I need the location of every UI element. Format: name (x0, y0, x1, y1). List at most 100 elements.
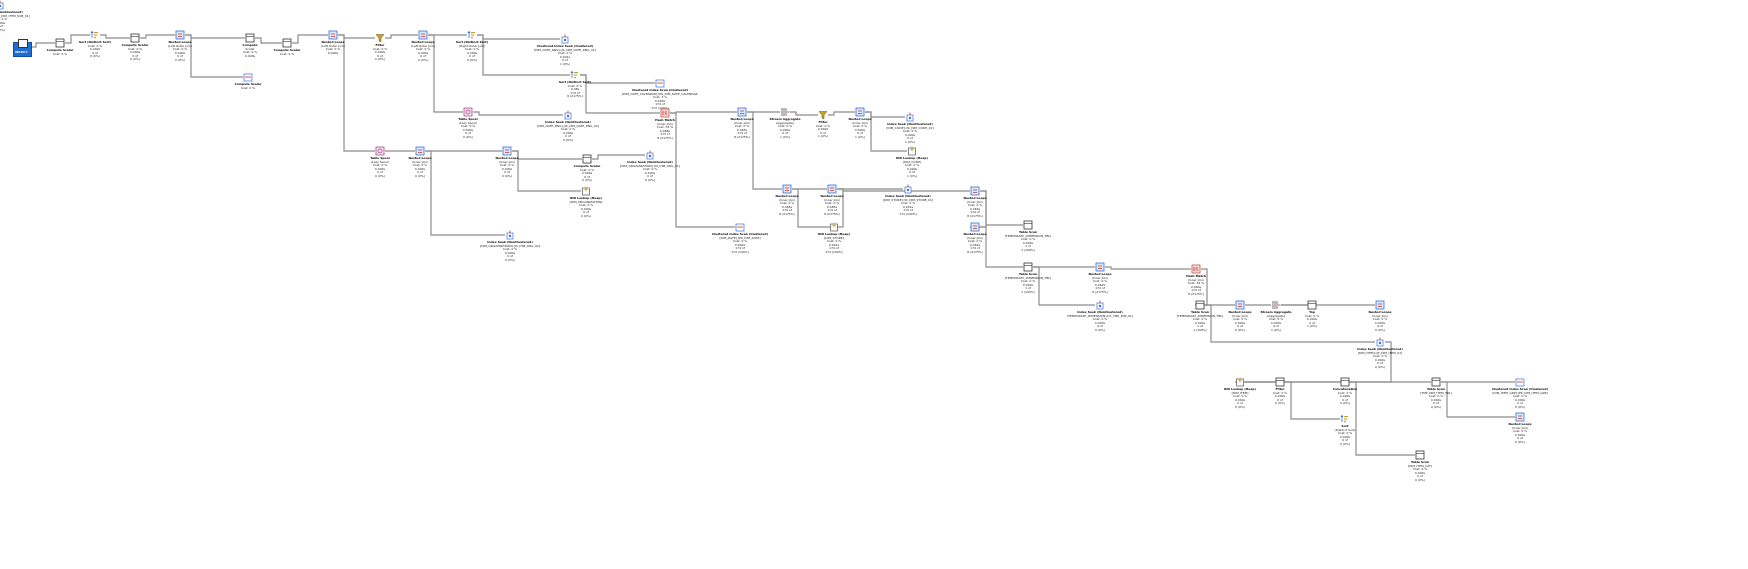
plan-node[interactable]: Stream Aggregate(Aggregate)Cost: 0 %0.00… (1238, 300, 1314, 333)
plan-node[interactable]: Nested Loops(Left Outer Join)Cost: 0 %0.… (295, 30, 371, 55)
plan-edge (100, 34, 130, 39)
plan-edge (792, 188, 829, 228)
node-detail-label: 0 (0%) (130, 58, 140, 62)
table-icon (245, 33, 255, 43)
node-detail-label: Cost: 0 % (415, 48, 431, 52)
plan-node[interactable]: Table Scan[TEMPORARY_DIMENSION_TBL]Cost:… (990, 262, 1066, 295)
node-detail-label: 0 of (1377, 362, 1383, 366)
plan-edge (255, 37, 282, 44)
plan-node[interactable]: Clustered Index Scan (Clustered)[DIM_DAT… (622, 78, 698, 111)
node-detail-label: 0.001s (828, 243, 840, 247)
node-detail-label: 0.468s (659, 129, 671, 133)
plan-node[interactable]: Nested Loops(Left Outer Join)Cost: 0 %0.… (385, 30, 461, 63)
nested-loops-icon (1515, 412, 1525, 422)
plan-node[interactable]: Index Seek (NonClustered)[TEMPORARY_DIME… (1062, 300, 1138, 333)
root-select-node[interactable] (13, 39, 32, 57)
plan-node[interactable]: Clustered Index Scan (Clustered)[DIM_ITE… (1482, 377, 1558, 410)
node-detail-label: (Aggregate) (1267, 314, 1285, 318)
node-detail-label: Cost: 0 % (1304, 314, 1320, 318)
plan-edge (592, 154, 645, 160)
node-detail-label: 0.000s (1094, 321, 1106, 325)
table-icon (1307, 300, 1317, 310)
plan-node[interactable]: Table Scan[TMP_DIM_ITEM_TBL]Cost: 0 %0.0… (1398, 377, 1474, 410)
node-detail-label: 0 of (909, 171, 915, 175)
node-detail-label: 0.000s (1414, 471, 1426, 475)
plan-node[interactable]: Index Seek (NonClustered)[DIM_ITEM_SUB].… (0, 0, 38, 33)
node-detail-label: Cost: 0 % (52, 52, 68, 56)
plan-node[interactable]: Clustered Index Scan (Clustered)[DIM_DAT… (702, 222, 778, 255)
plan-node[interactable]: Index Seek (NonClustered)[DIM_ITEM].[IX_… (1342, 337, 1418, 370)
node-detail-label: (Left Outer Join) (168, 44, 192, 48)
node-detail-label: [DIM_ITEM_SUB].[IX_DIM_ITEM_SUB_01] (0, 14, 30, 18)
plan-node[interactable]: Index Seek (NonClustered)[DIM_STORE].[IX… (870, 184, 946, 217)
plan-node[interactable]: RID Lookup (Heap)[DIM_CODE]Cost: 0 %0.00… (874, 146, 950, 179)
node-detail-label: 0.000s (906, 167, 918, 171)
node-detail-label: (Left Outer Join) (321, 44, 345, 48)
plan-node[interactable]: Table Scan[TEMPORARY_DIMENSION_TBL]Cost:… (1162, 300, 1238, 333)
plan-edge (1105, 266, 1191, 270)
plan-node[interactable]: Index Seek (NonClustered)[DIM_ORGANIZATI… (612, 150, 688, 183)
node-detail-label: 1 (100%) (1193, 328, 1207, 332)
node-detail-label: 174 (100%) (651, 106, 669, 110)
plan-node[interactable]: RID Lookup (Heap)[DIM_ORGANIZATION]Cost:… (548, 186, 624, 219)
node-operator-label: Index Seek (NonClustered) (0, 11, 23, 14)
node-detail-label: 0.000s (904, 133, 916, 137)
node-detail-label: Cost: 0 % (579, 168, 595, 172)
plan-node[interactable]: Nested Loops(Left Outer Join)Cost: 0 %0.… (142, 30, 218, 63)
node-detail-label: Cost: 0 % (412, 164, 428, 168)
node-detail-label: 0 of (1377, 325, 1383, 329)
table-icon (1431, 377, 1441, 387)
plan-node[interactable]: Index Seek (NonClustered)[DIM_DATE_RNG].… (530, 110, 606, 143)
plan-node[interactable]: RID Lookup (Heap)[DIM_ITEM]Cost: 0 %0.00… (1202, 377, 1278, 410)
node-detail-label: 0.490s (417, 51, 429, 55)
node-detail-label: [DIM_DATE_CALENDAR].[PK_DIM_DATE_CALENDA… (622, 92, 698, 96)
sort-icon (570, 70, 580, 80)
node-operator-label: Index Seek (NonClustered) (627, 161, 673, 164)
node-detail-label: 0 (0%) (502, 174, 512, 178)
plan-node[interactable]: RID Lookup (Heap)[DIM_STORE]Cost: 0 %0.0… (796, 222, 872, 255)
node-detail-label: 0.460s (1190, 285, 1202, 289)
node-detail-label: 0 of (1097, 325, 1103, 329)
table-icon (1275, 377, 1285, 387)
node-detail-label: Cost: 0 % (967, 240, 983, 244)
plan-node[interactable]: Index Seek (NonClustered)[DIM_ORGANIZATI… (472, 230, 548, 263)
plan-node[interactable]: Index Seek (NonClustered)[DIM_CODE].[IX_… (872, 112, 948, 145)
stream-aggregate-icon (1271, 300, 1281, 310)
plan-node[interactable]: Clustered Index Seek (Clustered)[DIM_DAT… (527, 34, 603, 67)
plan-node[interactable]: Sort (Distinct Sort)(Right Outer Join)Co… (434, 30, 510, 63)
plan-node[interactable]: Table Scan[TEMPORARY_DIMENSION_TBL]Cost:… (990, 220, 1066, 253)
plan-node[interactable]: Stream Aggregate(Aggregate)Cost: 0 %0.00… (747, 107, 823, 140)
node-detail-label: 0 of (177, 55, 183, 59)
